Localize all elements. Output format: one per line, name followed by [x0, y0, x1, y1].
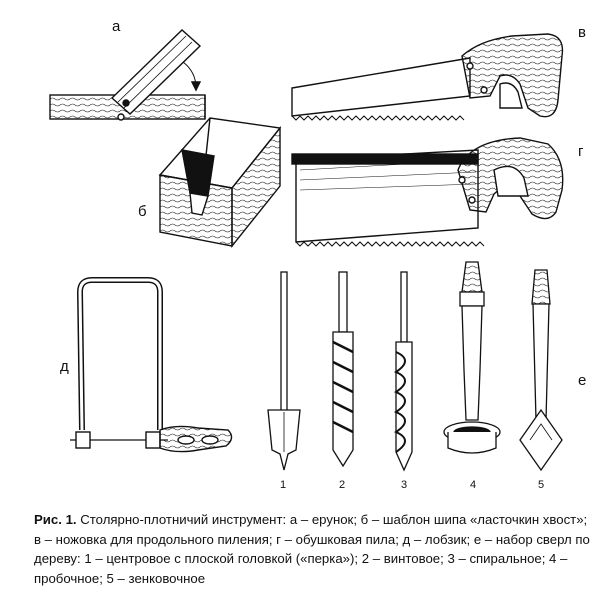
label-v: в	[578, 24, 586, 41]
drill-bits-icon	[267, 261, 563, 472]
dovetail-template-icon	[158, 117, 282, 248]
caption-text: Столярно-плотничий инструмент: а – еруно…	[34, 512, 590, 586]
drill-bit-4	[443, 261, 501, 454]
back-saw-icon	[291, 137, 564, 247]
drill-number-2: 2	[339, 479, 346, 491]
bevel-square-icon	[49, 29, 206, 121]
drill-bit-2	[332, 271, 354, 468]
fret-saw-icon	[70, 277, 233, 453]
label-g: г	[578, 143, 584, 160]
figure-caption: Рис. 1. Столярно-плотничий инструмент: а…	[34, 510, 594, 588]
drill-number-4: 4	[470, 479, 477, 491]
caption-prefix: Рис. 1.	[34, 512, 77, 527]
label-b: б	[138, 203, 147, 220]
drill-bit-5	[519, 269, 563, 472]
label-a: а	[112, 18, 121, 35]
label-d: д	[60, 358, 69, 375]
drill-number-3: 3	[401, 479, 408, 491]
tools-illustration	[49, 29, 564, 472]
drill-number-5: 5	[538, 479, 545, 491]
drill-number-1: 1	[280, 479, 287, 491]
rip-saw-icon	[291, 33, 564, 121]
drill-bit-3	[393, 271, 413, 472]
label-e: е	[578, 372, 587, 389]
drill-bit-1	[267, 271, 301, 471]
